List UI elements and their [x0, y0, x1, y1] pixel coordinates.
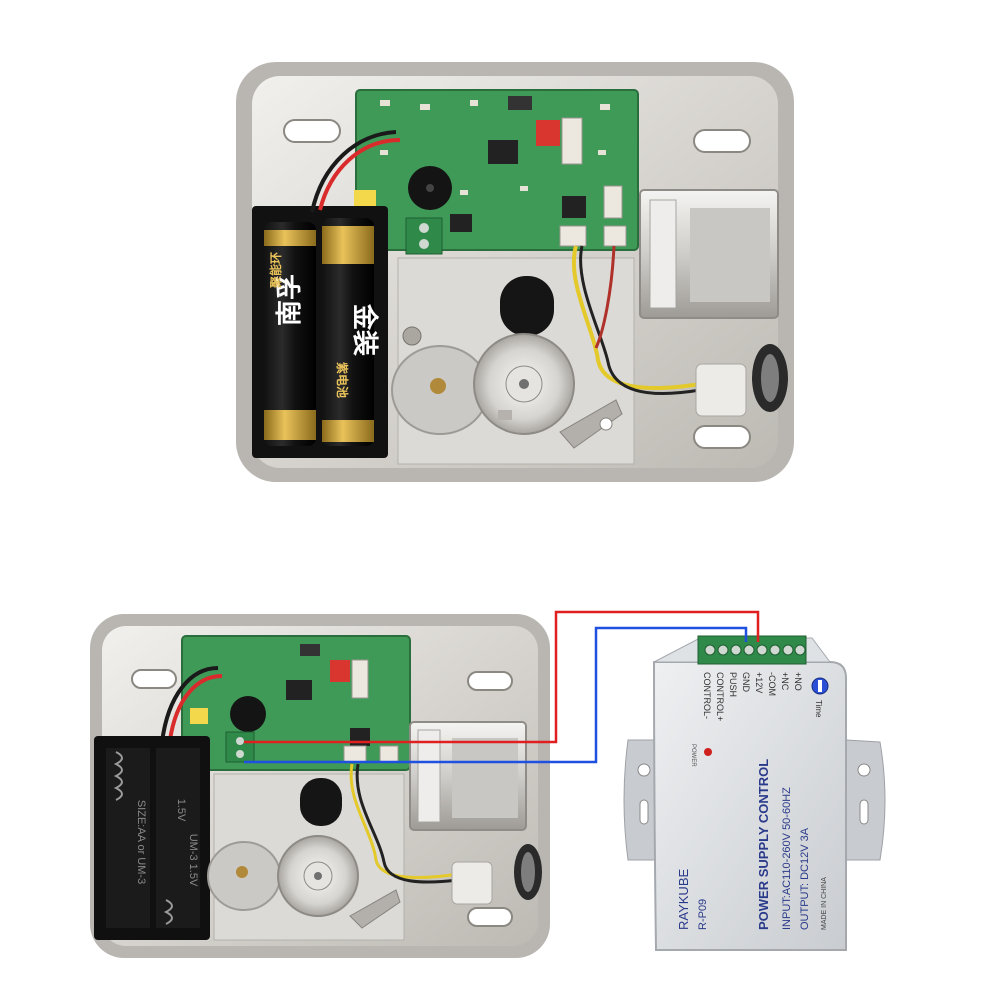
battery-label-text: 金装	[350, 303, 380, 356]
terminal-label-12v: +12V	[754, 672, 764, 693]
pcb-chip	[300, 644, 320, 656]
psu-input-spec: INPUT:AC110-260V 50-60HZ	[781, 787, 793, 930]
screw	[402, 326, 422, 346]
terminal-label-com: -COM	[767, 672, 777, 696]
cylinder-hole	[300, 778, 342, 826]
battery-brand-text: 南孚	[274, 274, 304, 326]
psu-title: POWER SUPPLY CONTROL	[756, 759, 771, 930]
sensor-plunger	[451, 861, 493, 905]
yellow-connector	[354, 190, 376, 210]
battery-sub-text: 聚能环	[268, 252, 283, 289]
wire-red	[244, 610, 760, 744]
pcb-chip	[562, 196, 586, 218]
terminal-label-nc: +NC	[780, 672, 790, 691]
red-connector	[536, 120, 560, 146]
battery-wire-red	[168, 674, 223, 741]
aa-battery-2: 金装 紫电池	[322, 218, 380, 446]
battery-holder-empty: SIZE:AA or UM-3 1.5V UM-3 1.5V	[94, 736, 210, 940]
terminal-label-no: +NO	[793, 672, 803, 691]
lever-arm	[349, 889, 401, 929]
wire-blue	[244, 626, 748, 764]
terminal-label-push: PUSH	[728, 672, 738, 697]
sensor-wire-red	[594, 245, 616, 349]
yellow-connector	[190, 708, 208, 724]
white-connector	[343, 745, 367, 763]
power-supply-unit: CONTROL- CONTROL+ PUSH GND +12V -COM +NC…	[623, 635, 886, 951]
mounting-slot	[467, 671, 513, 691]
pcb-chip	[488, 140, 518, 164]
sensor-wire-black	[355, 763, 459, 884]
white-connector	[603, 185, 623, 219]
terminal-label-control-minus: CONTROL-	[702, 672, 712, 719]
battery-wire-black	[160, 666, 219, 743]
holder-voltage-text: 1.5V	[175, 799, 187, 822]
aa-battery-1: 南孚 聚能环	[264, 222, 316, 446]
buzzer	[230, 696, 266, 732]
mounting-slot	[693, 425, 751, 449]
holder-size-text: SIZE:AA or UM-3	[135, 800, 147, 884]
white-connector	[379, 745, 399, 763]
psu-output-spec: OUTPUT: DC12V 3A	[799, 827, 811, 930]
psu-model: R-P09	[697, 899, 709, 930]
psu-origin: MADE IN CHINA	[821, 877, 828, 930]
pcb-chip	[286, 680, 312, 700]
pcb-chip	[350, 728, 370, 746]
power-led	[704, 748, 712, 756]
power-led-label: POWER	[690, 744, 696, 767]
bottom-lock: SIZE:AA or UM-3 1.5V UM-3 1.5V	[90, 614, 550, 958]
mounting-slot	[467, 907, 513, 927]
pcb-chip	[508, 96, 532, 110]
psu-brand: RAYKUBE	[676, 869, 691, 930]
mounting-slot	[693, 129, 751, 153]
sensor-wire-yellow	[349, 763, 459, 879]
white-connector	[561, 117, 583, 165]
lever-arm	[559, 399, 623, 449]
mounting-slot	[131, 669, 177, 689]
time-label: Time	[814, 700, 823, 718]
control-pcb	[355, 89, 639, 251]
sensor-wire-yellow	[571, 245, 701, 390]
battery-wire-black	[310, 130, 397, 213]
control-pcb	[181, 635, 411, 771]
battery-sub-text: 紫电池	[335, 362, 350, 398]
cylinder-hole	[500, 276, 554, 336]
holder-um-text: UM-3 1.5V	[187, 834, 199, 887]
battery-wire-red	[318, 138, 401, 211]
white-connector	[603, 225, 627, 247]
terminal-label-gnd: GND	[741, 672, 751, 693]
sensor-plunger	[695, 363, 747, 417]
white-connector	[559, 225, 587, 247]
sensor-wire-black	[579, 245, 701, 396]
red-connector	[330, 660, 350, 682]
pcb-chip	[450, 214, 472, 232]
white-connector	[351, 659, 369, 699]
top-lock: 南孚 聚能环 金装 紫电池	[236, 62, 794, 482]
terminal-label-control-plus: CONTROL+	[715, 672, 725, 721]
mounting-slot	[283, 119, 341, 143]
psu-body	[652, 661, 847, 951]
